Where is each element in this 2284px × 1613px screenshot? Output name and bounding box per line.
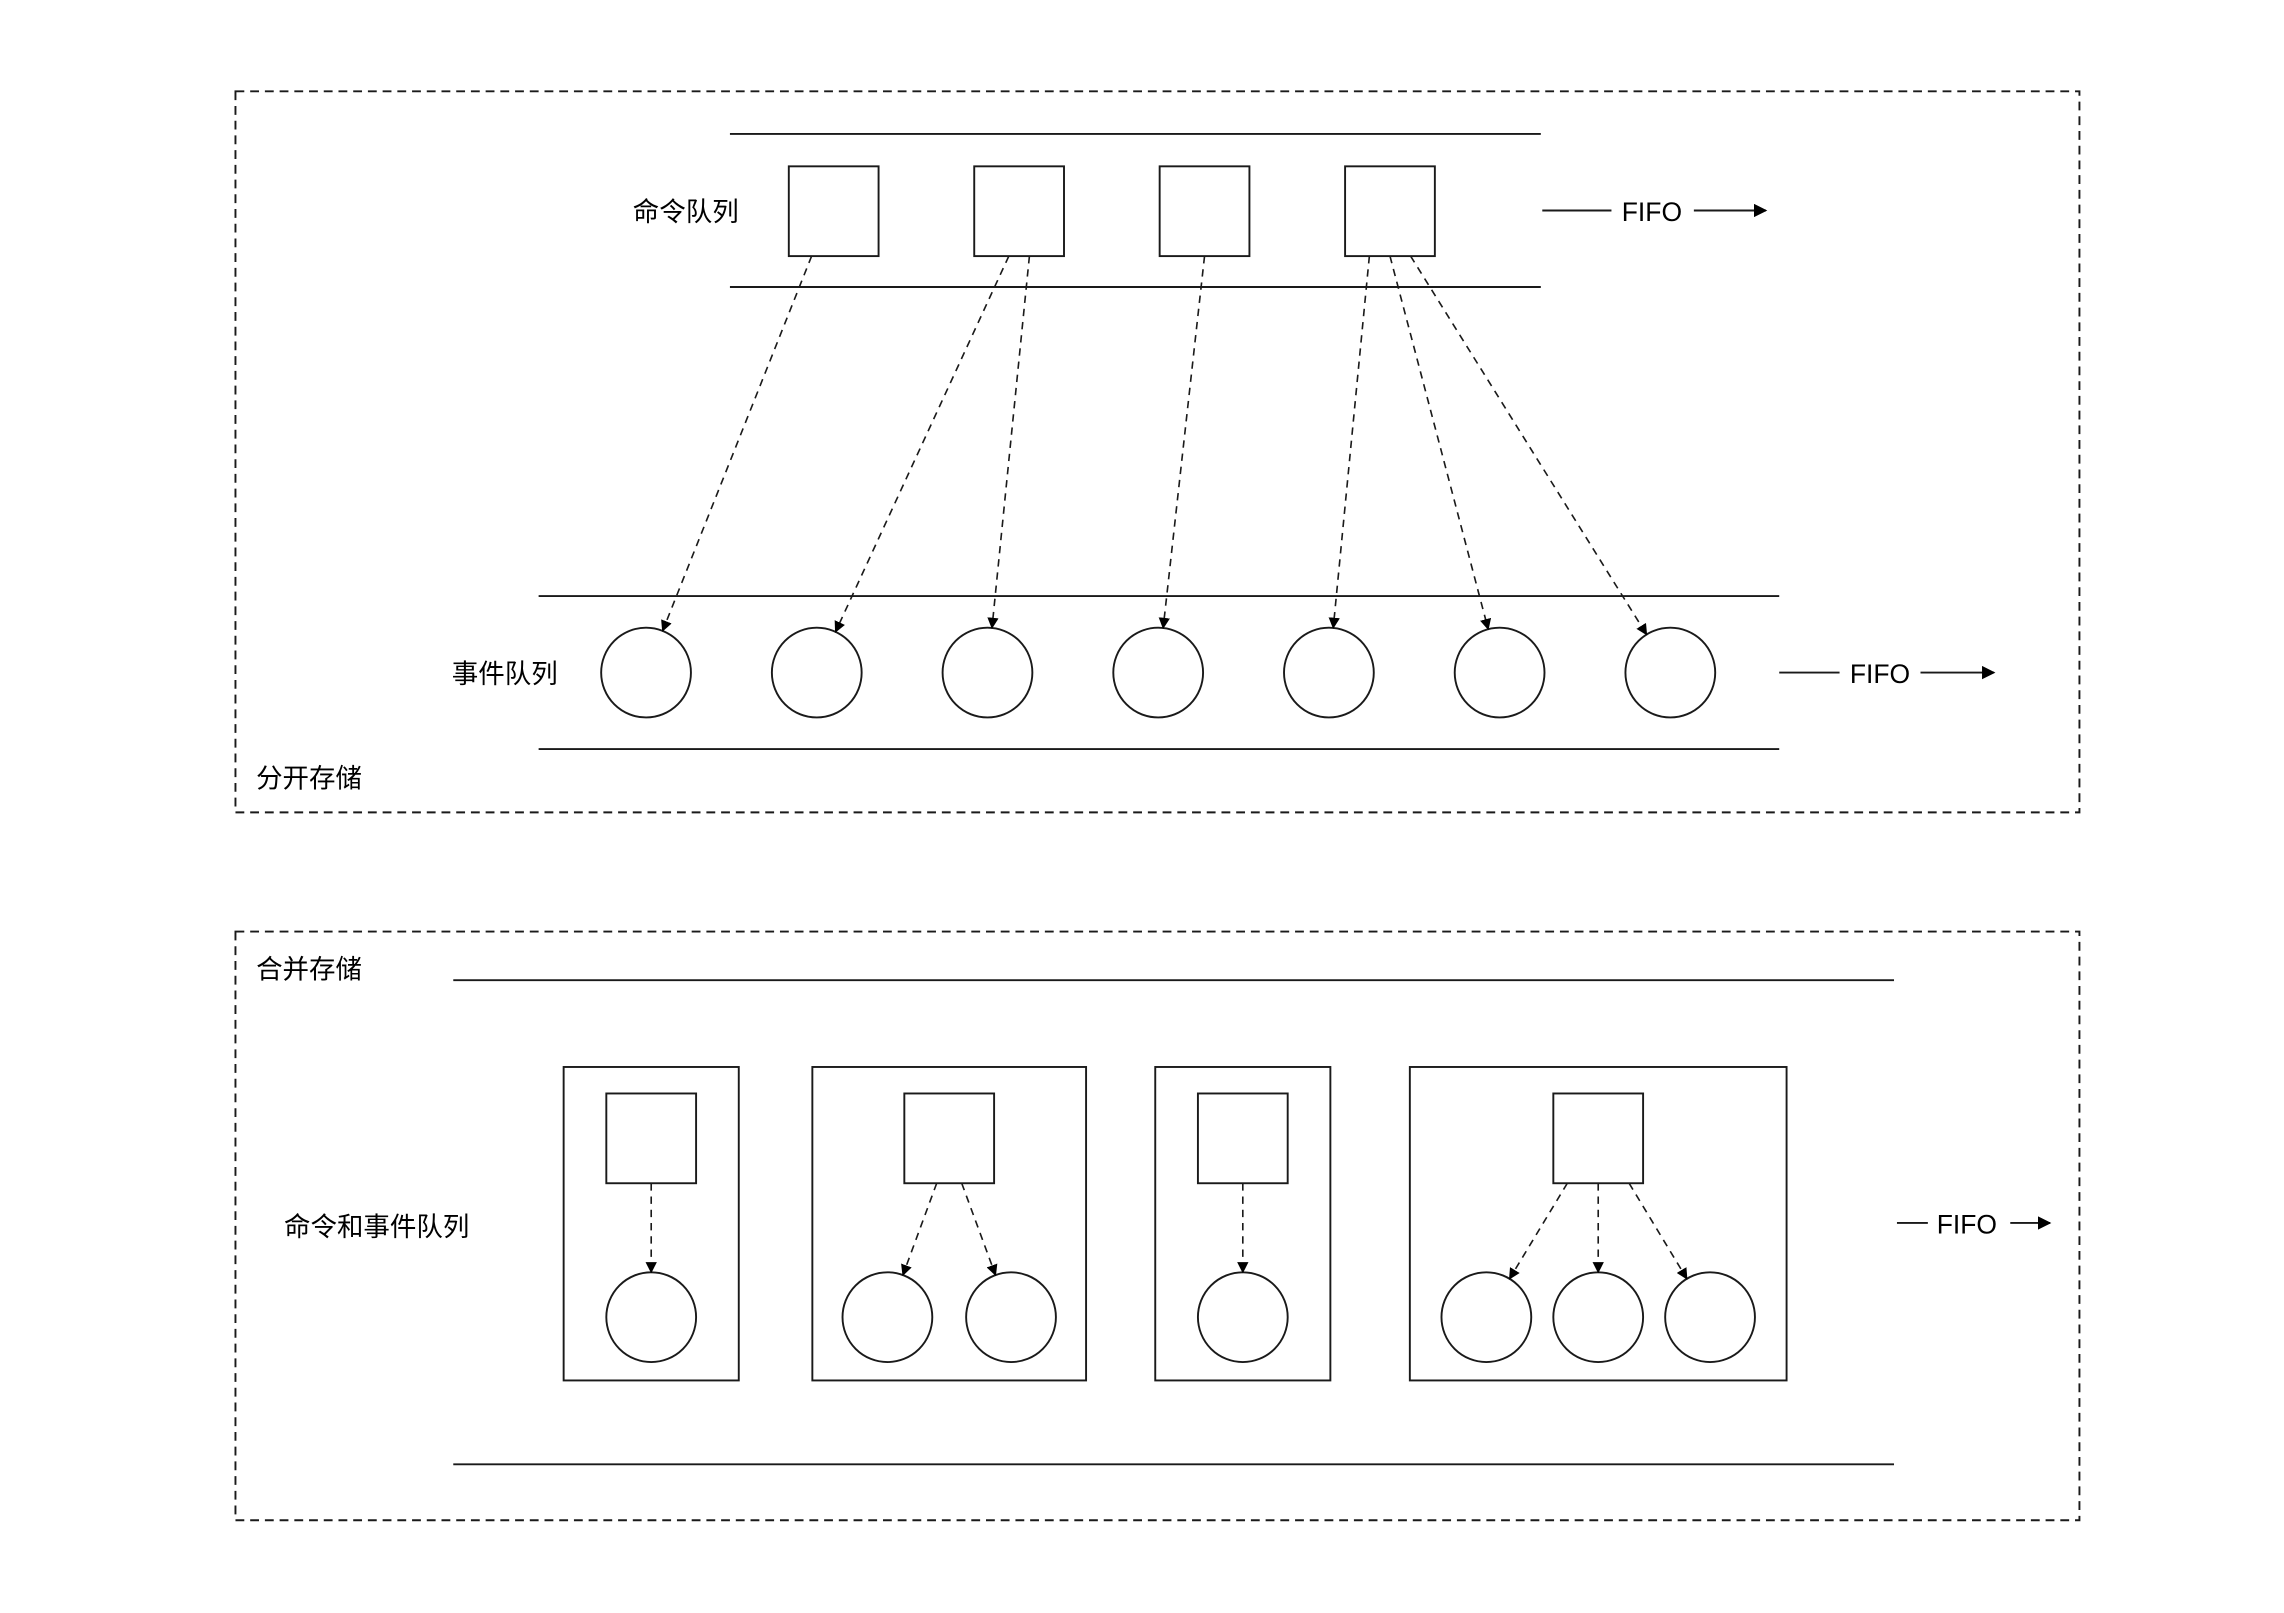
event-node (1552, 1271, 1645, 1364)
combined-storage-frame (234, 930, 2081, 1522)
event-node (600, 626, 692, 719)
command-event-group (811, 1066, 1088, 1382)
command-event-group (1154, 1066, 1332, 1382)
event-node (1624, 626, 1717, 719)
event-queue-items (600, 626, 1717, 719)
command-queue-label: 命令队列 (633, 197, 739, 228)
command-to-event-arrow (1508, 1182, 1568, 1280)
command-queue-items (787, 165, 1436, 258)
combined-queue-label: 命令和事件队列 (284, 1212, 469, 1243)
combined-queue-groups (562, 1066, 1788, 1382)
command-to-event-arrow (987, 256, 1031, 630)
command-event-links (661, 255, 1648, 636)
event-node (1440, 1271, 1533, 1364)
command-node (973, 165, 1065, 258)
command-to-event-arrow (1409, 255, 1648, 636)
group-container (562, 1066, 740, 1382)
event-node (1664, 1271, 1756, 1364)
event-node (1196, 1271, 1289, 1364)
combined-fifo-label: FIFO (1937, 1209, 1997, 1239)
event-node (1283, 626, 1375, 719)
command-to-event-arrow (1158, 256, 1206, 630)
combined-storage-title: 合并存储 (256, 955, 362, 986)
combined-fifo-indicator: FIFO (1896, 1209, 2052, 1239)
command-node (1344, 165, 1436, 258)
command-node (1552, 1092, 1645, 1185)
group-container (1154, 1066, 1332, 1382)
event-node (1453, 626, 1546, 719)
command-to-event-arrow (1389, 255, 1492, 631)
command-node (787, 165, 880, 258)
event-node (965, 1271, 1057, 1364)
event-fifo-indicator: FIFO (1779, 659, 1996, 689)
event-node (841, 1271, 934, 1364)
command-event-group (562, 1066, 740, 1382)
command-node (605, 1092, 698, 1185)
command-fifo-label: FIFO (1622, 197, 1682, 227)
separate-storage-section: 分开存储 命令队列 FIFO 事件队列 FIFO (234, 90, 2081, 814)
event-queue-label: 事件队列 (452, 659, 558, 690)
command-event-group (1408, 1066, 1788, 1382)
command-to-event-arrow (1628, 1182, 1688, 1280)
command-node (903, 1092, 996, 1185)
command-to-event-arrow (661, 255, 813, 632)
combined-storage-section: 合并存储 命令和事件队列 FIFO (234, 930, 2081, 1522)
command-node (1196, 1092, 1289, 1185)
event-node (1112, 626, 1205, 719)
command-to-event-arrow (901, 1182, 938, 1277)
event-node (941, 626, 1034, 719)
event-fifo-label: FIFO (1850, 659, 1910, 689)
group-container (1408, 1066, 1788, 1382)
event-node (605, 1271, 698, 1364)
command-to-event-arrow (834, 255, 1010, 633)
separate-storage-frame (234, 90, 2081, 814)
command-fifo-indicator: FIFO (1542, 197, 1768, 227)
command-to-event-arrow (960, 1182, 998, 1277)
command-to-event-arrow (1328, 256, 1371, 630)
command-node (1158, 165, 1251, 258)
event-node (770, 626, 863, 719)
group-container (811, 1066, 1088, 1382)
separate-storage-title: 分开存储 (256, 763, 362, 794)
